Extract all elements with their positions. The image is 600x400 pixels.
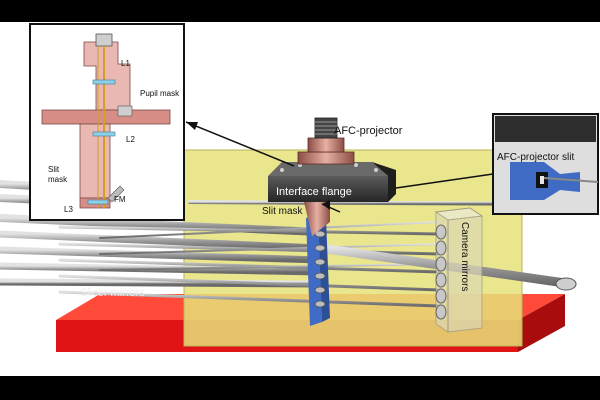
label-interface-flange: Interface flange [276, 186, 352, 198]
camera-mirrors-box [434, 207, 484, 333]
inset-panel [29, 23, 185, 221]
diagram-svg: AFC-projector Interface flange Slit mask… [0, 23, 599, 352]
inset-label-slit: Slit [48, 165, 60, 174]
arrowhead-inset [186, 122, 198, 130]
inset-label-l3: L3 [64, 205, 73, 214]
slit-inset-panel [492, 113, 599, 215]
afc-projector-body [268, 117, 396, 236]
label-slit-mask: Slit mask [262, 206, 304, 217]
inset-label-l1: L1 [121, 59, 130, 68]
label-slicer-mirrors: Slicer mirrors [80, 287, 145, 299]
inset-label-mask: mask [48, 175, 68, 184]
arrowhead-slit-mask [322, 200, 330, 210]
camera-mirror-discs [435, 224, 447, 320]
inset-label-pupil-mask: Pupil mask [140, 89, 180, 98]
slit-mask-plate [306, 214, 330, 326]
inset-label-fm: FM [114, 195, 126, 204]
inset-label-l2: L2 [126, 135, 135, 144]
label-camera-mirrors: Camera mirrors [459, 222, 470, 291]
diagram-canvas: AFC-projector Interface flange Slit mask… [0, 22, 600, 376]
rod-end [555, 277, 577, 291]
label-afc-projector: AFC-projector [334, 125, 403, 137]
label-afc-projector-slit: AFC-projector slit [497, 152, 574, 163]
